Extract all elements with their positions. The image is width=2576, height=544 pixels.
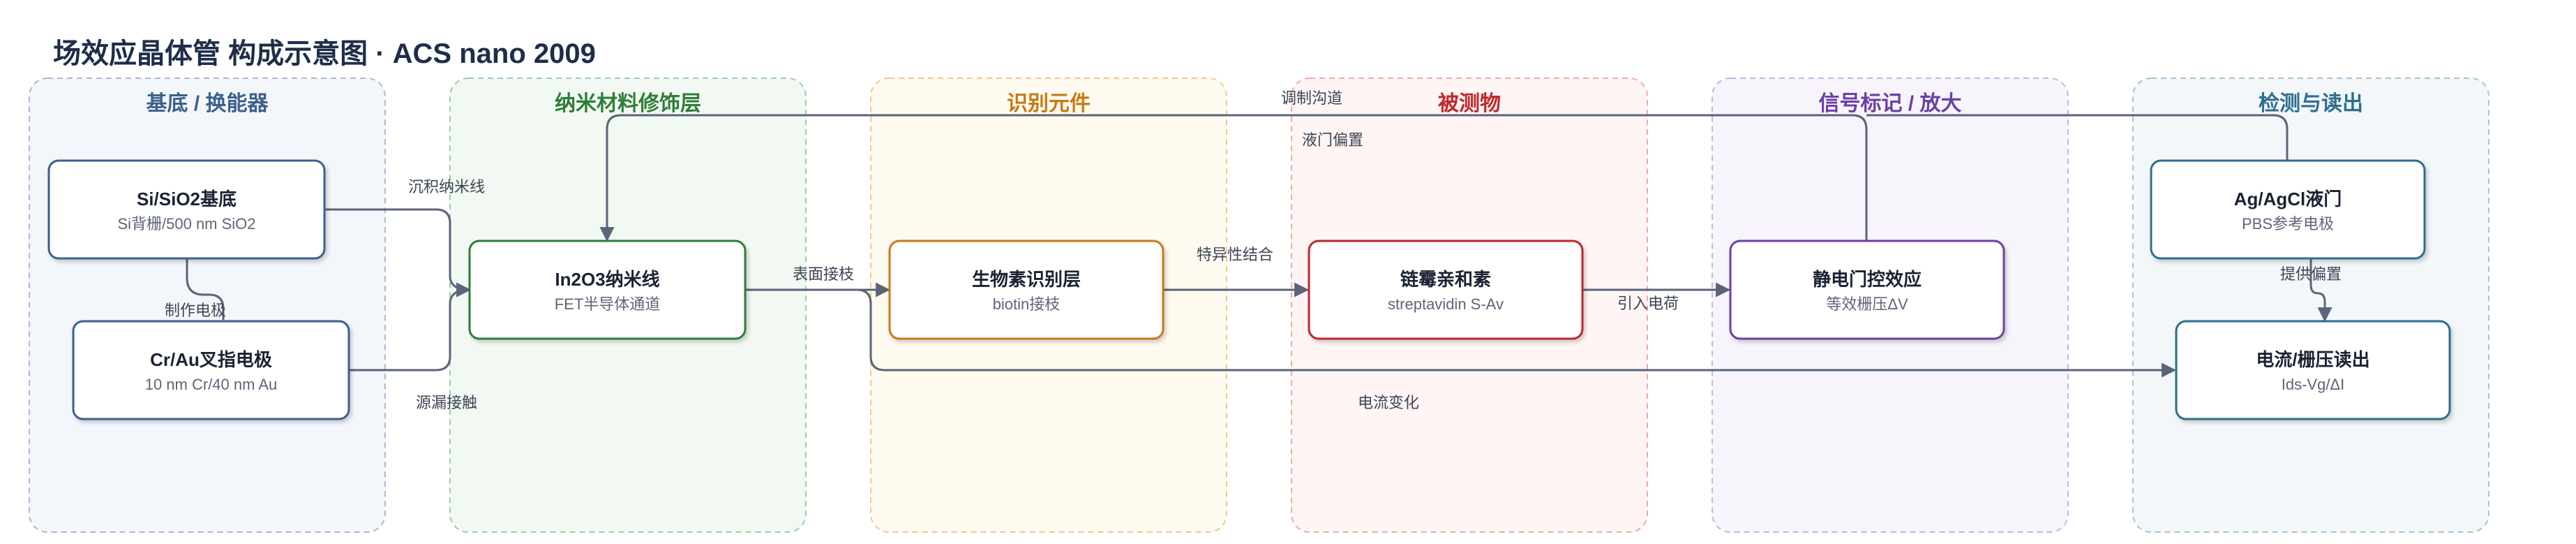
diagram-title: 场效应晶体管 构成示意图 · ACS nano 2009 [53, 38, 596, 69]
node-biotin[interactable]: 生物素识别层 biotin接枝 [888, 240, 1165, 340]
node-subtitle-in2o3: FET半导体通道 [555, 295, 661, 313]
edge-label-si-crau: 制作电极 [165, 302, 226, 319]
edge-agcl-readout [2309, 258, 2332, 323]
node-subtitle-gating: 等效栅压ΔV [1826, 295, 1908, 313]
node-title-agcl: Ag/AgCl液门 [2234, 189, 2342, 209]
node-title-in2o3: In2O3纳米线 [555, 269, 659, 290]
node-subtitle-sa: streptavidin S-Av [1388, 295, 1504, 313]
lane-title-substrate: 基底 / 换能器 [146, 92, 269, 115]
edge-si-crau [186, 258, 225, 320]
edge-crau-in2o3 [349, 282, 472, 372]
node-in2o3[interactable]: In2O3纳米线 FET半导体通道 [468, 240, 747, 340]
edge-label-agcl-readout: 提供偏置 [2280, 265, 2342, 283]
lane-title-nano: 纳米材料修饰层 [555, 92, 701, 115]
lane-title-detect: 检测与读出 [2259, 91, 2363, 115]
node-crau[interactable]: Cr/Au叉指电极 10 nm Cr/40 nm Au [72, 320, 350, 420]
node-subtitle-agcl: PBS参考电极 [2242, 215, 2334, 233]
node-title-readout: 电流/栅压读出 [2256, 349, 2369, 370]
edge-label-in2o3-biotin: 表面接枝 [793, 265, 854, 283]
node-sa[interactable]: 链霉亲和素 streptavidin S-Av [1308, 240, 1584, 340]
node-subtitle-si: Si背栅/500 nm SiO2 [117, 215, 255, 233]
edge-label-agcl-in2o3: 液门偏置 [1302, 131, 1363, 149]
edge-in2o3-readout [745, 288, 2177, 378]
node-si[interactable]: Si/SiO2基底 Si背栅/500 nm SiO2 [47, 159, 326, 260]
node-title-si: Si/SiO2基底 [137, 189, 237, 209]
node-subtitle-readout: Ids-Vg/ΔI [2282, 376, 2345, 393]
lane-title-signal: 信号标记 / 放大 [1818, 92, 1961, 115]
node-agcl[interactable]: Ag/AgCl液门 PBS参考电极 [2150, 159, 2426, 260]
node-title-gating: 静电门控效应 [1813, 269, 1922, 290]
node-title-crau: Cr/Au叉指电极 [150, 349, 273, 370]
edge-label-si-in2o3: 沉积纳米线 [408, 178, 485, 196]
edges: 制作电极 沉积纳米线 源漏接触 表面接枝 电流变化 特异性结合 引入电荷 调制沟… [165, 89, 2342, 411]
node-title-sa: 链霉亲和素 [1400, 269, 1491, 290]
edge-label-crau-in2o3: 源漏接触 [416, 394, 477, 411]
node-gating[interactable]: 静电门控效应 等效栅压ΔV [1729, 240, 2005, 340]
node-subtitle-biotin: biotin接枝 [993, 295, 1061, 313]
node-subtitle-crau: 10 nm Cr/40 nm Au [145, 376, 278, 393]
edge-gating-in2o3 [599, 114, 1868, 242]
edge-label-in2o3-readout: 电流变化 [1358, 394, 1419, 411]
node-title-biotin: 生物素识别层 [972, 269, 1081, 290]
lane-detect: 检测与读出 [2132, 78, 2489, 533]
edge-label-sa-gating: 引入电荷 [1617, 295, 1679, 312]
lane-title-recog: 识别元件 [1007, 92, 1091, 115]
lane-title-analyte: 被测物 [1438, 92, 1501, 115]
edge-agcl-in2o3 [1866, 114, 2289, 161]
edge-label-gating-in2o3: 调制沟道 [1281, 89, 1342, 107]
node-readout[interactable]: 电流/栅压读出 Ids-Vg/ΔI [2175, 320, 2451, 420]
edge-label-biotin-sa: 特异性结合 [1197, 246, 1273, 263]
